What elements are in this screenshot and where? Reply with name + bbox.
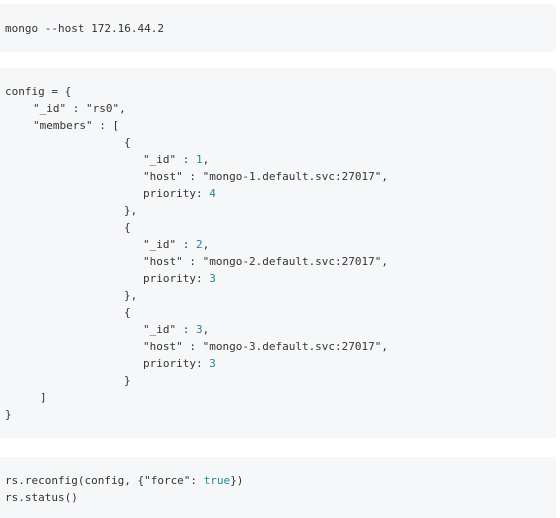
code-number: 3 [195, 323, 203, 336]
code-number: 1 [195, 153, 203, 166]
code-line: config = { [5, 85, 72, 98]
code-token: "_id" : [143, 238, 196, 251]
code-line: "members" : [ [33, 119, 120, 132]
code-number: 2 [195, 238, 203, 251]
code-line: rs.status() [5, 491, 78, 504]
code-line: "_id" : 3, [5, 321, 556, 338]
code-line: priority: 4 [5, 185, 556, 202]
code-line: priority: 3 [5, 355, 556, 372]
code-block-connect: mongo --host 172.16.44.2 [0, 4, 556, 52]
code-number: 3 [209, 357, 216, 370]
code-token: priority: [143, 187, 210, 200]
code-line: "_id" : "rs0", [33, 102, 126, 115]
code-line: "_id" : 2, [5, 236, 556, 253]
code-token: priority: [143, 272, 210, 285]
code-token: }) [230, 474, 244, 487]
code-line: "host" : "mongo-2.default.svc:27017", [143, 255, 389, 268]
code-line: }, [124, 204, 138, 217]
code-token: "_id" : [143, 153, 196, 166]
code-number: 3 [209, 272, 216, 285]
code-token: , [202, 238, 210, 251]
code-line: { [124, 306, 131, 319]
code-line: priority: 3 [5, 270, 556, 287]
code-token: priority: [143, 357, 210, 370]
code-number: 4 [209, 187, 216, 200]
code-block-reconfig: rs.reconfig(config, {"force": true}) rs.s… [0, 457, 556, 518]
code-token: , [202, 323, 210, 336]
code-token: , [202, 153, 210, 166]
code-line: "_id" : 1, [5, 151, 556, 168]
code-block-config: config = { "_id" : "rs0", "members" : [ { "_… [0, 68, 556, 438]
code-line: "host" : "mongo-3.default.svc:27017", [143, 340, 389, 353]
code-token: rs.reconfig(config, {"force": [5, 474, 204, 487]
code-line: ] [40, 391, 47, 404]
code-line: "host" : "mongo-1.default.svc:27017", [143, 170, 389, 183]
code-line: }, [124, 289, 138, 302]
code-line: mongo --host 172.16.44.2 [5, 22, 164, 35]
code-line: rs.reconfig(config, {"force": true}) [5, 472, 556, 489]
code-keyword: true [203, 474, 231, 487]
code-token: "_id" : [143, 323, 196, 336]
code-line: } [5, 408, 12, 421]
code-line: { [124, 221, 131, 234]
code-line: { [124, 136, 131, 149]
code-line: } [124, 374, 131, 387]
